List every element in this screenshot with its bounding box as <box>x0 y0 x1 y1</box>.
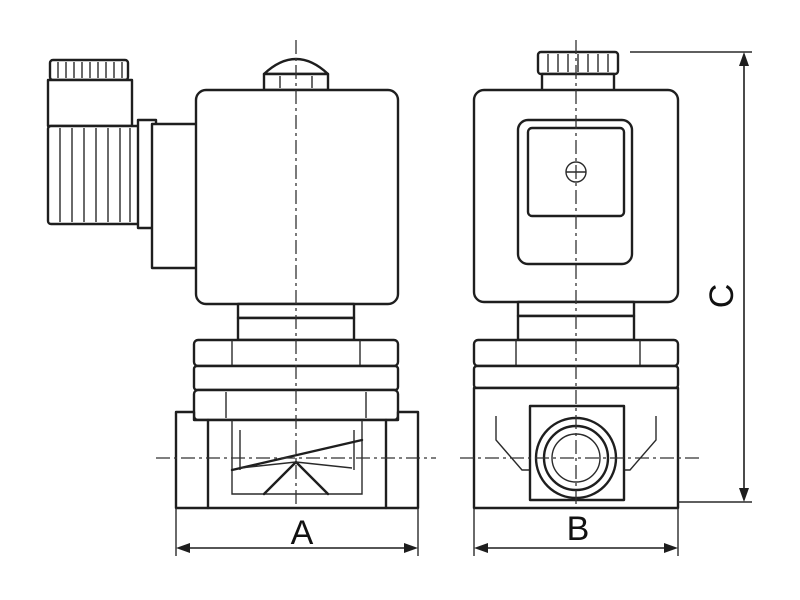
dimension-a-label: A <box>291 514 314 552</box>
dimension-c <box>630 51 752 503</box>
dimension-c-label: C <box>703 284 741 309</box>
valve-body <box>174 410 420 510</box>
connector-plug <box>46 58 212 270</box>
side-view: B C <box>460 40 752 556</box>
dimension-a <box>175 508 419 556</box>
connector-face <box>516 118 634 266</box>
front-view: A <box>46 40 436 556</box>
coil-housing <box>194 88 400 306</box>
dimension-b <box>473 508 679 556</box>
dimension-b-label: B <box>567 510 590 548</box>
